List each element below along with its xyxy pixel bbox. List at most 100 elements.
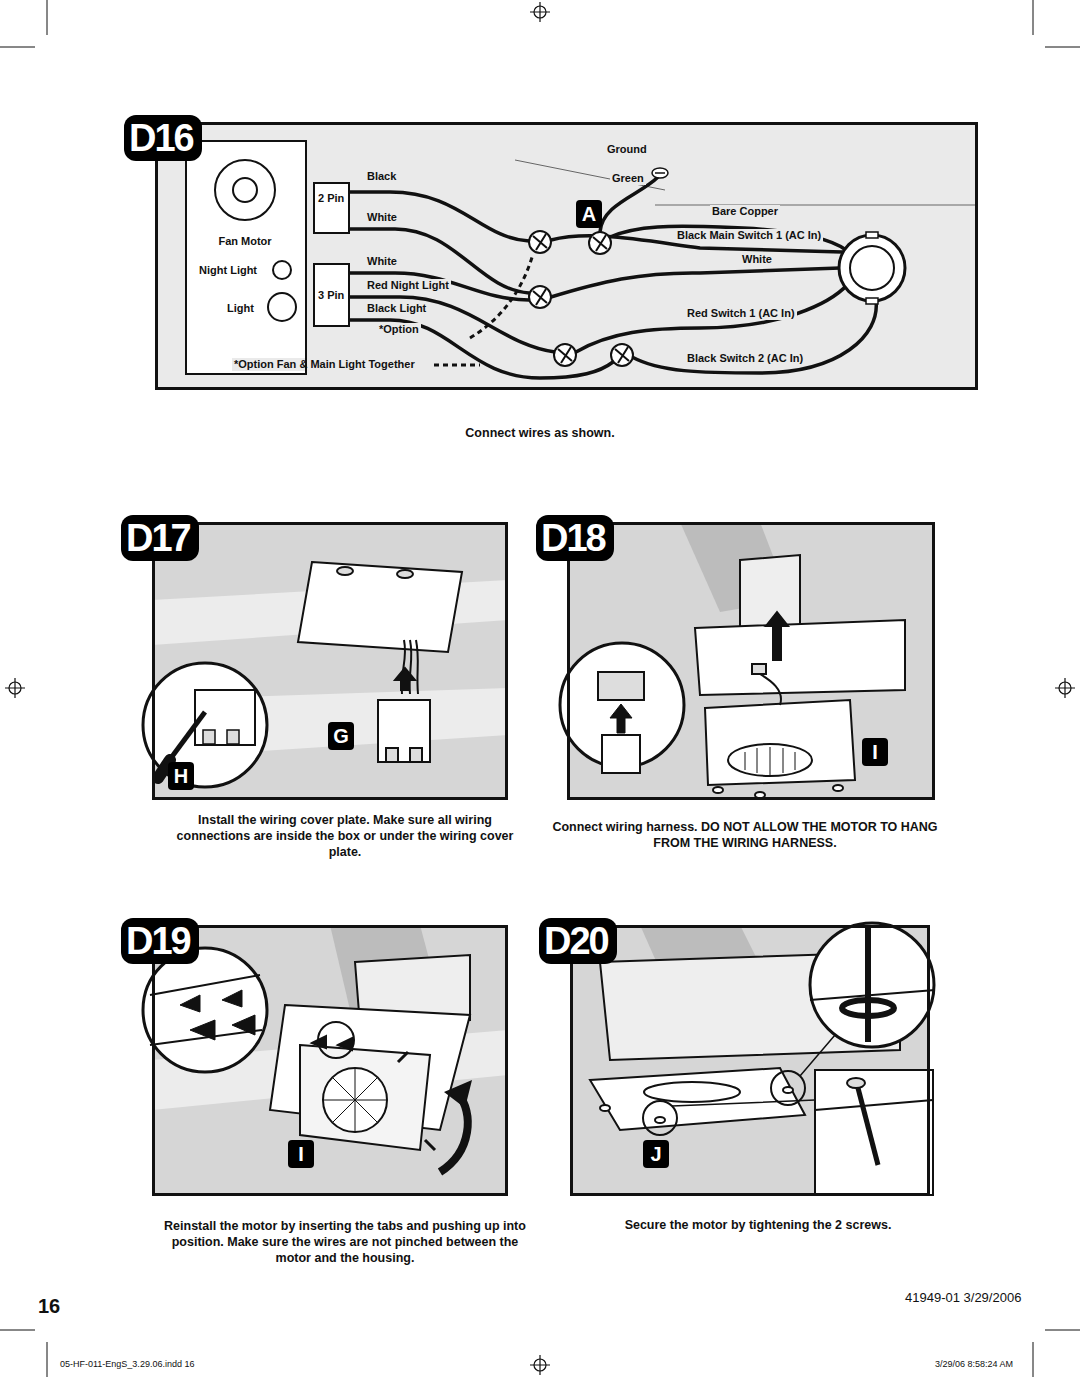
junction-box — [839, 232, 905, 304]
component-label: 3 Pin — [318, 289, 344, 302]
ground-screw — [655, 172, 665, 174]
callout-letter: I — [862, 738, 888, 766]
wire-label: Black Main Switch 1 (AC In) — [675, 229, 823, 242]
wire — [610, 226, 846, 250]
wiring-box — [378, 668, 430, 762]
motor-assembly — [323, 1068, 387, 1132]
fan-housing — [695, 620, 905, 695]
motor-assembly — [833, 785, 843, 791]
motor-assembly — [323, 1068, 387, 1132]
step-panel: D17 — [152, 522, 508, 800]
wire-nut — [589, 232, 611, 254]
wire-label: White — [365, 255, 399, 268]
step-panel: D19 — [152, 925, 508, 1196]
junction-box — [850, 246, 894, 290]
junction-box — [866, 232, 878, 238]
detail-inset — [610, 704, 632, 733]
fan-motor-plate — [273, 261, 291, 279]
step-caption: Install the wiring cover plate. Make sur… — [165, 812, 525, 860]
detail-inset — [858, 1088, 878, 1165]
fan-motor-plate — [185, 140, 350, 375]
motor-assembly — [300, 1045, 430, 1150]
registration-mark — [5, 678, 25, 698]
callout-letter: H — [168, 762, 194, 790]
fan-motor-plate: Fan MotorNight LightLight — [185, 140, 307, 375]
callout-letter: J — [643, 1140, 669, 1168]
step-badge: D20 — [539, 918, 617, 964]
detail-inset — [810, 923, 934, 1047]
wiring-box — [386, 748, 398, 762]
fan-housing — [298, 562, 462, 694]
motor-assembly — [644, 1082, 740, 1102]
registration-mark — [5, 2, 1075, 1375]
registration-mark — [530, 1355, 550, 1375]
motor-assembly — [760, 674, 781, 705]
registration-mark — [1055, 678, 1075, 698]
motor-assembly — [643, 1101, 677, 1135]
wire-nut — [593, 235, 607, 251]
motor-assembly — [745, 747, 795, 775]
step-caption: Connect wiring harness. DO NOT ALLOW THE… — [545, 819, 945, 851]
pin-connector: 2 Pin — [313, 182, 350, 234]
detail-inset — [602, 735, 640, 773]
detail-inset — [203, 730, 215, 744]
detail-inset — [815, 1070, 933, 1195]
step-caption: Reinstall the motor by inserting the tab… — [155, 1218, 535, 1266]
wire-label: Black Light — [365, 302, 428, 315]
step-badge: D19 — [121, 918, 199, 964]
wire-label: Ground — [605, 143, 649, 156]
detail-inset — [143, 948, 267, 1072]
ground-screw — [652, 168, 668, 178]
push-arrow — [444, 1080, 472, 1108]
page-number: 16 — [38, 1294, 60, 1318]
step-panel: Fan MotorNight LightLight2 Pin3 PinD16 — [155, 122, 978, 390]
wire-label: Bare Copper — [710, 205, 780, 218]
detail-inset — [815, 1100, 933, 1110]
wire — [551, 268, 840, 297]
fan-housing — [766, 612, 788, 660]
wire-label: Black — [365, 170, 398, 183]
registration-mark — [530, 2, 550, 22]
motor-assembly — [590, 1068, 805, 1130]
motor-assembly — [600, 1105, 610, 1111]
motor-assembly — [318, 1022, 354, 1058]
step-badge: D16 — [124, 115, 202, 161]
wiring-panel-ground — [155, 122, 978, 390]
wire-label: Black Switch 2 (AC In) — [685, 352, 805, 365]
fan-housing — [752, 664, 766, 674]
component-label: Night Light — [199, 264, 257, 277]
component-label: Light — [227, 302, 254, 315]
wire-nut — [529, 231, 633, 366]
callout-letter: I — [288, 1140, 314, 1168]
wire-label: *Option — [377, 323, 421, 336]
detail-inset — [232, 1015, 255, 1035]
wiring-box — [410, 748, 422, 762]
wire-nut — [533, 234, 547, 250]
wire-nut — [529, 286, 551, 308]
motor-assembly — [590, 1035, 835, 1135]
motor-assembly — [728, 744, 812, 776]
fan-housing — [337, 567, 353, 575]
step-badge: D18 — [536, 515, 614, 561]
junction-box — [866, 298, 878, 304]
wire-nut — [529, 231, 551, 253]
detail-inset — [865, 928, 871, 1042]
wiring-box — [395, 668, 415, 690]
detail-inset — [143, 948, 267, 1072]
option-jumper — [434, 254, 533, 365]
step-panel: D18 — [567, 522, 935, 800]
option-jumper — [470, 254, 533, 338]
wire — [350, 192, 529, 241]
wire-label: Green — [610, 172, 646, 185]
fan-housing — [397, 570, 413, 578]
step-caption: Connect wires as shown. — [390, 425, 690, 441]
callout-letter: A — [576, 200, 602, 228]
detail-inset — [847, 1078, 865, 1088]
motor-assembly — [672, 1035, 835, 1106]
detail-inset — [222, 990, 242, 1007]
step-caption: Secure the motor by tightening the 2 scr… — [568, 1217, 948, 1233]
motor-assembly — [300, 1022, 435, 1150]
